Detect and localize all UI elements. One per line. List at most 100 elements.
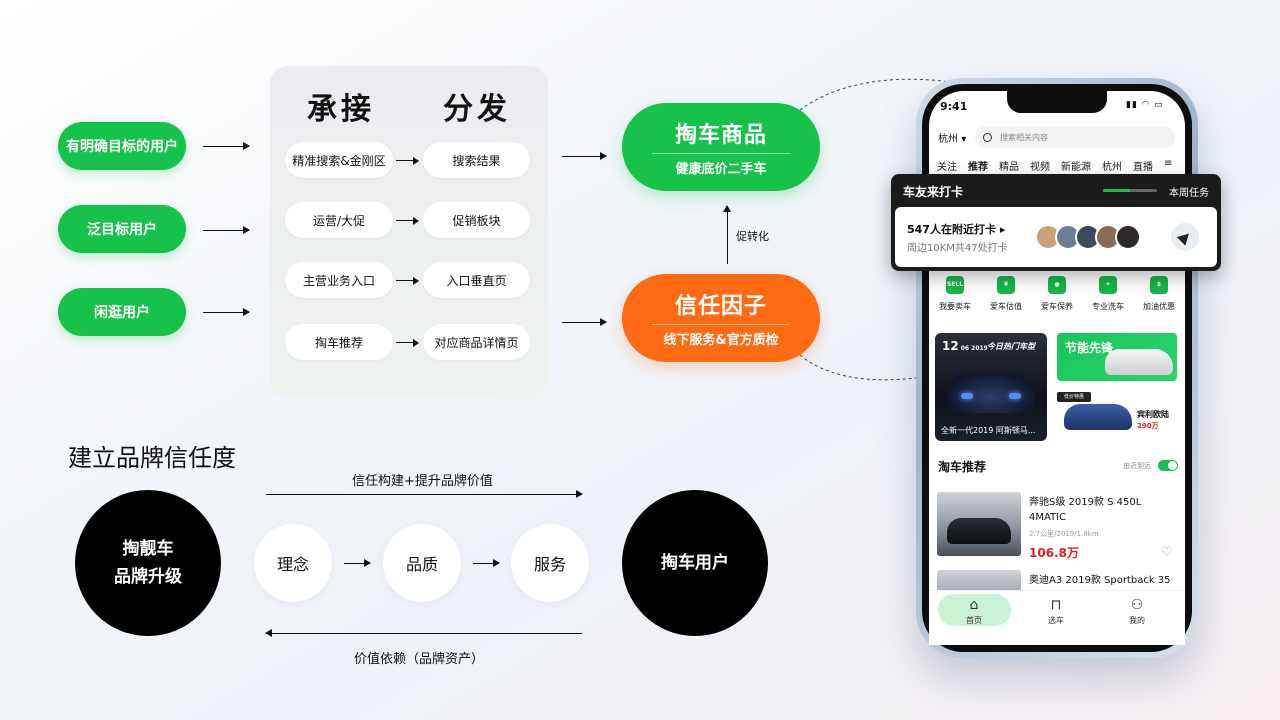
arrow-right — [473, 559, 500, 567]
arrow-right-long — [266, 490, 583, 498]
service-fuel[interactable]: $加油优惠 — [1135, 276, 1183, 312]
arrow-up — [723, 205, 731, 264]
discount-car-price: 290万 — [1137, 422, 1159, 430]
menu-icon[interactable]: ≡ — [1164, 158, 1173, 169]
service-label: 专业洗车 — [1092, 302, 1124, 311]
user-pill-label: 泛目标用户 — [87, 222, 157, 238]
headlight — [961, 393, 973, 399]
section-title: 建立品牌信任度 — [68, 444, 236, 472]
tab-new-energy[interactable]: 新能源 — [1061, 162, 1091, 173]
arrow-right — [203, 226, 250, 234]
tab-recommend[interactable]: 推荐 — [968, 162, 988, 173]
sort-label: 由近到远 — [1123, 462, 1151, 470]
arrow-right — [396, 216, 419, 225]
chip-receive: 掏车推荐 — [285, 324, 393, 360]
search-placeholder: 搜索相关内容 — [1000, 132, 1048, 142]
service-wash[interactable]: ✦ 专业洗车 — [1084, 276, 1132, 312]
product-pill: 掏车商品 健康底价二手车 — [622, 103, 820, 191]
step-circle: 服务 — [511, 524, 589, 602]
heart-icon[interactable]: ♡ — [1161, 545, 1173, 560]
car-image — [947, 373, 1035, 413]
card-day: 12 — [942, 339, 959, 353]
discount-tag: 低价特惠 — [1057, 392, 1091, 402]
search-icon — [983, 132, 992, 142]
tab-label: 我的 — [1129, 616, 1145, 625]
sell-icon: SELL — [946, 276, 964, 294]
wash-icon: ✦ — [1099, 276, 1117, 294]
recommend-title: 淘车推荐 — [938, 460, 987, 474]
tab-profile[interactable]: ⚇我的 — [1117, 597, 1157, 626]
user-pill-targeted: 有明确目标的用户 — [58, 122, 186, 170]
service-label: 爱车保养 — [1041, 302, 1073, 311]
checkin-count-text: 547人在附近打卡 — [907, 223, 996, 236]
step-circle: 理念 — [254, 524, 332, 602]
chevron-down-icon: ▾ — [961, 134, 967, 145]
user-pill-broad: 泛目标用户 — [58, 205, 186, 253]
arrow-left-long — [265, 629, 582, 637]
tab-home[interactable]: ⌂ 首页 — [954, 597, 994, 626]
tab-choose-car[interactable]: ⊓选车 — [1036, 597, 1076, 626]
tab-follow[interactable]: 关注 — [937, 162, 957, 173]
brand-upgrade-circle: 掏靓车 品牌升级 — [75, 490, 221, 636]
checkin-popup[interactable]: 车友来打卡 本周任务 547人在附近打卡 ▸ 周边10KM共47处打卡 — [891, 174, 1221, 271]
car-image — [947, 518, 1011, 544]
divider — [652, 153, 790, 154]
step-circle: 品质 — [383, 524, 461, 602]
popup-title: 车友来打卡 — [903, 185, 964, 199]
tab-video[interactable]: 视频 — [1030, 162, 1050, 173]
trust-pill: 信任因子 线下服务&官方质检 — [622, 274, 820, 362]
eco-title: 节能先锋 — [1065, 341, 1114, 355]
chip-distribute: 入口垂直页 — [423, 262, 530, 298]
card-month-year: 06 2019 — [960, 345, 988, 352]
task-progress-fill — [1103, 189, 1130, 192]
status-time: 9:41 — [940, 100, 968, 113]
avatar — [1115, 224, 1141, 250]
listing-thumbnail[interactable] — [937, 492, 1021, 556]
checkin-count[interactable]: 547人在附近打卡 ▸ — [907, 221, 1005, 237]
listing-name[interactable]: 奔驰S级 2019款 S 450L 4MATIC — [1029, 497, 1142, 523]
listing-meta: 2.7公里/2019/1.8km — [1029, 530, 1099, 538]
arrow-shape — [1176, 228, 1194, 246]
bottom-caption: 价值依赖（品牌资产） — [354, 652, 485, 667]
chip-receive: 主营业务入口 — [285, 262, 393, 298]
user-pill-browsing: 闲逛用户 — [58, 288, 186, 336]
tab-home-highlight — [938, 594, 1011, 626]
trust-subtitle: 线下服务&官方质检 — [663, 333, 779, 348]
city-selector[interactable]: 杭州 ▾ — [938, 130, 966, 145]
city-label: 杭州 — [938, 134, 958, 145]
chip-distribute: 搜索结果 — [423, 142, 530, 178]
home-icon: ⌂ — [969, 597, 979, 613]
headlight — [1009, 393, 1021, 399]
tab-live[interactable]: 直播 — [1133, 162, 1153, 173]
arrow-right — [396, 338, 419, 347]
listing-name[interactable]: 奥迪A3 2019款 Sportback 35 — [1029, 575, 1171, 586]
arrow-right — [203, 142, 250, 150]
service-valuation[interactable]: ¥爱车估值 — [982, 276, 1030, 312]
user-pill-label: 闲逛用户 — [94, 305, 150, 321]
weekly-task-label[interactable]: 本周任务 — [1169, 188, 1209, 199]
tab-premium[interactable]: 精品 — [999, 162, 1019, 173]
car-icon: ⊓ — [1050, 597, 1062, 613]
arrow-right — [396, 276, 419, 285]
play-icon: ▸ — [999, 223, 1006, 236]
sort-toggle[interactable] — [1158, 460, 1178, 471]
tab-hangzhou[interactable]: 杭州 — [1102, 162, 1122, 173]
card-hot-title: 今日热门车型 — [987, 342, 1035, 351]
location-arrow-icon[interactable] — [1171, 223, 1199, 251]
circle-line: 掏靓车 — [122, 539, 174, 559]
service-maintenance[interactable]: ●爱车保养 — [1033, 276, 1081, 312]
search-input[interactable]: 搜索相关内容 — [975, 126, 1175, 148]
arrow-right — [344, 559, 371, 567]
arrow-right — [562, 152, 607, 160]
tab-label: 首页 — [966, 616, 982, 625]
promote-label: 促转化 — [736, 230, 769, 243]
top-caption: 信任构建+提升品牌价值 — [352, 474, 493, 489]
user-circle: 掏车用户 — [622, 490, 768, 636]
eco-card[interactable]: 节能先锋 — [1057, 333, 1177, 381]
popup-body: 547人在附近打卡 ▸ 周边10KM共47处打卡 — [895, 207, 1217, 267]
product-title: 掏车商品 — [674, 123, 767, 148]
status-icons: ▮▮ ◠ ▭ — [1126, 100, 1164, 110]
